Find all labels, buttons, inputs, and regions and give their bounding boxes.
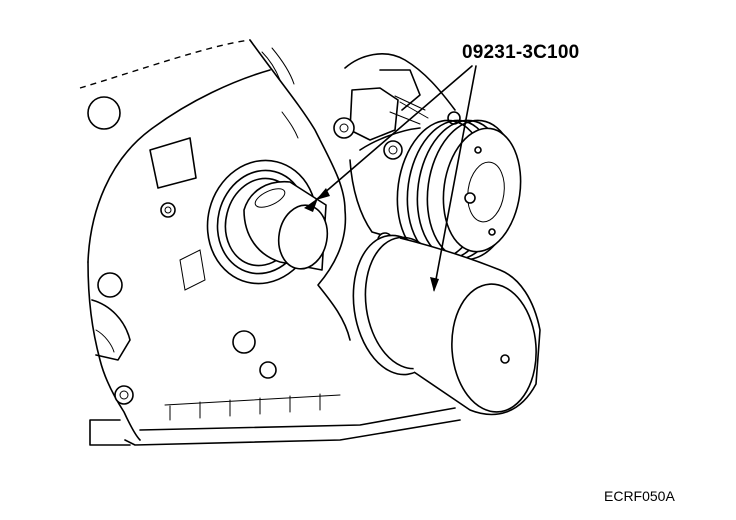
figure-code: ECRF050A bbox=[604, 488, 675, 504]
crankshaft-seal-installer-tool bbox=[352, 234, 541, 416]
part-number-label: 09231-3C100 bbox=[462, 42, 580, 63]
callout-leaders bbox=[304, 65, 477, 292]
timing-cover bbox=[79, 39, 461, 446]
water-pump-assembly bbox=[333, 53, 522, 261]
installed-seal-tool bbox=[243, 181, 329, 271]
